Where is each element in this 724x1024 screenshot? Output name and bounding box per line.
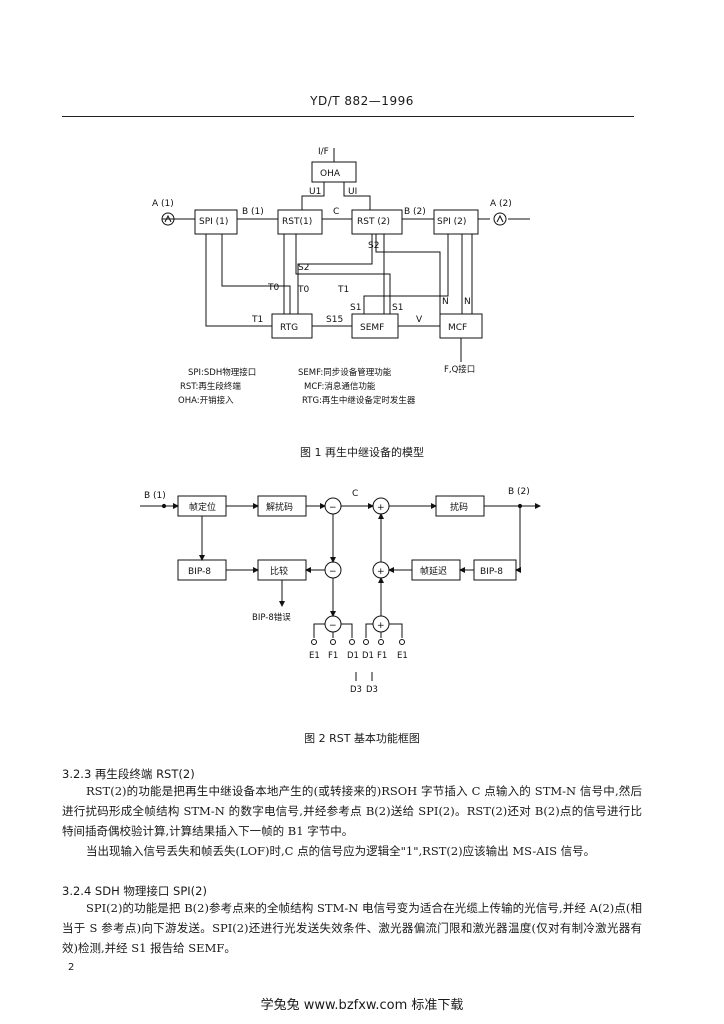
label-rst1: RST(1) — [282, 217, 312, 227]
label-n-left: N — [442, 297, 449, 307]
legend-rtg: RTG:再生中继设备定时发生器 — [302, 395, 416, 406]
label-semf: SEMF — [360, 323, 384, 333]
label-b2-fig2: B (2) — [508, 487, 530, 497]
figure-2-diagram: − + − + − + B (1) 帧定位 解扰码 C 扰码 B (2) BIP… — [140, 487, 541, 695]
section-3-2-3-para-1: RST(2)的功能是把再生中继设备本地产生的(或转接来的)RSOH 字节插入 C… — [62, 784, 642, 838]
label-n-right: N — [464, 297, 471, 307]
tap-label-5: F1 — [377, 651, 387, 661]
label-oha: OHA — [320, 169, 341, 179]
legend-mcf: MCF:消息通信功能 — [304, 381, 376, 392]
label-rtg: RTG — [280, 323, 298, 333]
figure-1-caption: 图 1 再生中继设备的模型 — [300, 446, 424, 459]
label-a1: A (1) — [152, 199, 174, 209]
label-s2-right: S2 — [368, 241, 379, 251]
label-u1-left: U1 — [309, 187, 321, 197]
svg-text:−: − — [329, 621, 337, 631]
label-bip8-left: BIP-8 — [188, 567, 211, 577]
label-fq: F,Q接口 — [444, 364, 475, 375]
label-t1-left: T1 — [251, 315, 263, 325]
svg-text:+: + — [377, 621, 385, 631]
label-rst2: RST (2) — [357, 217, 390, 227]
subtap-label-1: D3 — [350, 685, 362, 695]
header-rule — [62, 116, 634, 117]
legend-spi: SPI:SDH物理接口 — [188, 367, 256, 378]
svg-text:+: + — [377, 503, 385, 513]
label-spi2: SPI (2) — [437, 217, 466, 227]
tap-label-3: D1 — [347, 651, 359, 661]
label-frame-align: 帧定位 — [189, 501, 216, 513]
optical-connector-a1 — [161, 212, 175, 226]
label-compare: 比较 — [270, 565, 288, 577]
tap-label-2: F1 — [328, 651, 338, 661]
footer-watermark: 学兔兔 www.bzfxw.com 标准下载 — [260, 998, 464, 1013]
label-if: I/F — [318, 147, 329, 157]
label-t0-mid: T0 — [297, 285, 309, 295]
standard-header: YD/T 882—1996 — [310, 94, 414, 108]
figure-1-diagram: I/F OHA U1 UI A (1) SPI (1) B (1) RST(1)… — [152, 147, 530, 406]
tap-d1-right — [363, 639, 369, 645]
label-b2: B (2) — [404, 207, 426, 217]
figure-2-caption: 图 2 RST 基本功能框图 — [304, 732, 420, 745]
section-3-2-3-title: 3.2.3 再生段终端 RST(2) — [62, 767, 195, 781]
label-bip8-right: BIP-8 — [480, 567, 503, 577]
label-frame-delay: 帧延迟 — [420, 565, 447, 577]
label-c-fig2: C — [352, 489, 358, 499]
label-b1-fig2: B (1) — [144, 491, 166, 501]
section-3-2-4-title: 3.2.4 SDH 物理接口 SPI(2) — [62, 884, 207, 898]
label-t1-mid: T1 — [337, 285, 349, 295]
section-3-2-4-para-1: SPI(2)的功能是把 B(2)参考点来的全帧结构 STM-N 电信号变为适合在… — [62, 901, 642, 955]
page-number: 2 — [68, 962, 75, 973]
tap-e1-left — [311, 639, 317, 645]
tap-f1-left — [330, 639, 336, 645]
optical-connector-a2 — [493, 212, 507, 226]
section-3-2-3-para-2: 当出现输入信号丢失和帧丢失(LOF)时,C 点的信号应为逻辑全"1",RST(2… — [86, 844, 596, 858]
label-descramble: 解扰码 — [266, 501, 293, 513]
label-s1-right: S1 — [392, 303, 403, 313]
spi2-block — [433, 209, 479, 235]
tap-d1-left — [349, 639, 355, 645]
spi1-block — [194, 209, 238, 235]
label-t0-left: T0 — [267, 283, 279, 293]
svg-text:−: − — [329, 567, 337, 577]
label-u1-right: UI — [348, 187, 357, 197]
svg-text:−: − — [329, 503, 337, 513]
label-s1-left: S1 — [350, 303, 361, 313]
label-s15: S15 — [326, 315, 343, 325]
tap-f1-right — [378, 639, 384, 645]
legend-rst: RST:再生段终端 — [180, 381, 241, 392]
legend-semf: SEMF:同步设备管理功能 — [298, 367, 392, 378]
label-scramble: 扰码 — [450, 501, 468, 513]
tap-label-6: E1 — [397, 651, 408, 661]
rst1-block — [277, 209, 323, 235]
label-spi1: SPI (1) — [199, 217, 228, 227]
tap-e1-right — [399, 639, 405, 645]
label-s2-mid: S2 — [298, 263, 309, 273]
label-v: V — [416, 315, 423, 325]
svg-text:+: + — [377, 567, 385, 577]
label-mcf: MCF — [448, 323, 467, 333]
label-c: C — [333, 207, 339, 217]
label-b1: B (1) — [242, 207, 264, 217]
label-a2: A (2) — [490, 199, 512, 209]
legend-oha: OHA:开销接入 — [178, 395, 234, 406]
tap-label-4: D1 — [362, 651, 374, 661]
label-bip-error: BIP-8错误 — [252, 612, 291, 623]
rst2-block — [351, 209, 403, 235]
subtap-label-2: D3 — [366, 685, 378, 695]
tap-label-1: E1 — [309, 651, 320, 661]
